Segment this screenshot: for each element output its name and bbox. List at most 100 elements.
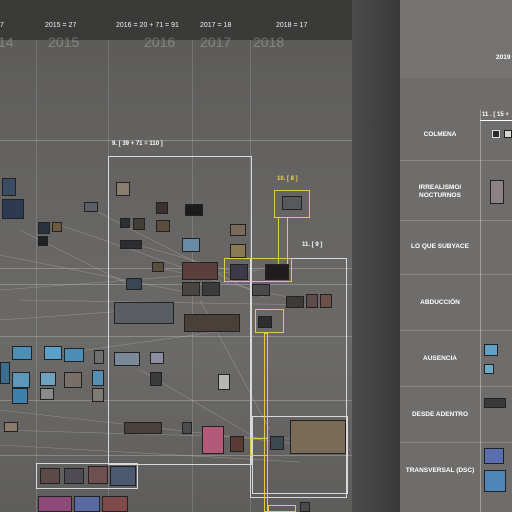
panel-frame-9 — [108, 156, 252, 465]
category-divider — [400, 442, 512, 443]
photo-thumbnail — [300, 502, 310, 512]
category-label: ABDUCCIÓN — [420, 299, 460, 306]
photo-thumbnail — [2, 199, 24, 219]
category-divider — [400, 160, 512, 161]
year-ghost: 2018 — [253, 34, 285, 50]
photo-thumbnail — [182, 282, 200, 296]
year-ghost: 14 — [0, 34, 14, 50]
yellow-connector — [264, 333, 268, 512]
photo-thumbnail — [12, 388, 28, 404]
photo-thumbnail — [4, 422, 18, 432]
photo-thumbnail — [156, 202, 168, 214]
photo-thumbnail — [124, 422, 162, 434]
photo-thumbnail — [202, 426, 224, 454]
panel-frame-bottom — [36, 463, 138, 489]
row-divider — [0, 140, 352, 141]
category-thumbnail — [484, 344, 498, 356]
group-bracket — [480, 120, 512, 121]
diagram-column-line — [480, 110, 481, 512]
photo-thumbnail — [52, 222, 62, 232]
photo-thumbnail — [38, 236, 48, 246]
row-divider — [0, 284, 352, 285]
diagram-header-area — [400, 0, 512, 78]
diagram-group-label: 11 . [ 15 + — [482, 112, 509, 118]
photo-thumbnail — [114, 302, 174, 324]
photo-thumbnail — [40, 372, 56, 386]
photo-thumbnail — [185, 204, 203, 216]
photo-thumbnail — [230, 436, 244, 452]
category-label: COLMENA — [423, 131, 457, 138]
category-thumbnail — [492, 130, 500, 138]
photo-thumbnail — [218, 374, 230, 390]
photo-thumbnail — [40, 388, 54, 400]
photo-thumbnail — [44, 346, 62, 360]
category-label: AUSENCIA — [423, 355, 457, 362]
category-divider — [400, 386, 512, 387]
category-divider — [400, 330, 512, 331]
photo-thumbnail — [40, 468, 60, 484]
photo-thumbnail — [320, 294, 332, 308]
photo-thumbnail — [258, 316, 272, 328]
photo-thumbnail — [290, 420, 346, 454]
photo-thumbnail — [230, 224, 246, 236]
photo-thumbnail — [230, 244, 246, 258]
photo-thumbnail — [74, 496, 100, 512]
photo-thumbnail — [133, 218, 145, 230]
photo-thumbnail — [126, 278, 142, 290]
photo-thumbnail — [182, 262, 218, 280]
row-divider — [0, 455, 352, 456]
photo-thumbnail — [38, 222, 50, 234]
photo-thumbnail — [94, 350, 104, 364]
photo-thumbnail — [64, 348, 84, 362]
row-divider — [0, 400, 352, 401]
photo-thumbnail — [120, 218, 130, 228]
photo-thumbnail — [114, 352, 140, 366]
photo-thumbnail — [92, 388, 104, 402]
category-divider — [400, 220, 512, 221]
photo-thumbnail — [282, 196, 302, 210]
category-thumbnail — [484, 398, 506, 408]
yellow-frame — [255, 309, 284, 333]
category-thumbnail — [484, 448, 504, 464]
yellow-frame — [224, 258, 292, 282]
photo-thumbnail — [116, 182, 130, 196]
wall-corner-shadow — [352, 0, 400, 512]
gallery-wall-photo: 7 2015 = 27 2016 = 20 + 71 = 91 2017 = 1… — [0, 0, 400, 512]
ceiling — [0, 0, 400, 40]
photo-thumbnail — [92, 370, 104, 386]
category-thumbnail — [504, 130, 512, 138]
photo-thumbnail — [102, 496, 128, 512]
panel-frame-11 — [250, 258, 347, 498]
column-divider — [36, 40, 37, 512]
panel-label-9: 9. [ 39 + 71 = 110 ] — [112, 141, 163, 147]
category-diagram: 2019 11 . [ 15 + COLMENA IRREALISMO/ NOC… — [400, 0, 512, 512]
year-label: 2015 = 27 — [45, 22, 77, 29]
category-label: TRANSVERSAL (DSC) — [405, 467, 475, 474]
photo-thumbnail — [184, 314, 240, 332]
category-label: IRREALISMO/ NOCTURNOS — [418, 184, 462, 199]
category-thumbnail — [484, 364, 494, 374]
category-label: LO QUE SUBYACE — [411, 243, 469, 250]
photo-thumbnail — [38, 496, 72, 512]
yellow-frame — [250, 438, 268, 456]
row-divider — [0, 336, 352, 337]
year-label: 2018 = 17 — [276, 22, 308, 29]
panel-label-10: 10. [ 8 ] — [277, 176, 298, 182]
diagram-year-label: 2019 — [496, 54, 511, 61]
category-thumbnail — [484, 470, 506, 492]
category-divider — [400, 274, 512, 275]
photo-thumbnail — [265, 264, 289, 280]
string-connections — [0, 207, 351, 463]
photo-thumbnail — [252, 284, 270, 296]
photo-thumbnail — [12, 346, 32, 360]
photo-thumbnail — [12, 372, 30, 388]
photo-thumbnail — [150, 352, 164, 364]
year-ghost: 2017 — [200, 34, 232, 50]
photo-thumbnail — [270, 436, 284, 450]
year-ghost: 2015 — [48, 34, 80, 50]
photo-thumbnail — [286, 296, 304, 308]
photo-thumbnail — [152, 262, 164, 272]
photo-thumbnail — [182, 422, 192, 434]
photo-thumbnail — [64, 468, 84, 484]
year-ghost: 2016 — [144, 34, 176, 50]
